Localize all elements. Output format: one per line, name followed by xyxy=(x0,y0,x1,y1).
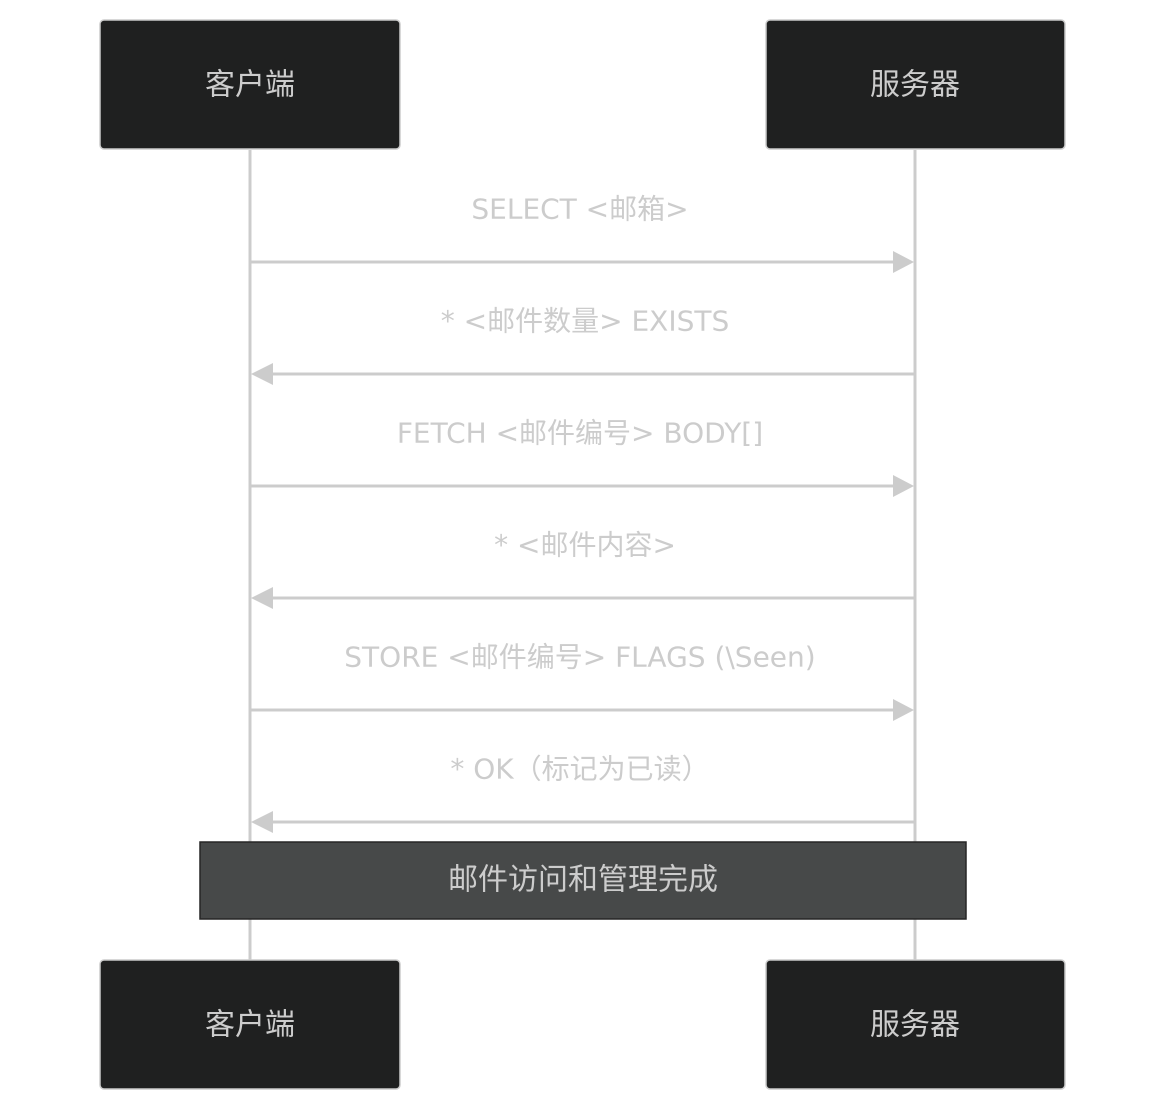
message-label: * <邮件内容> xyxy=(494,529,676,562)
message-label: STORE <邮件编号> FLAGS (\Seen) xyxy=(344,641,815,674)
actor-server-top[interactable]: 服务器 xyxy=(765,19,1066,150)
actor-server-bottom[interactable]: 服务器 xyxy=(765,959,1066,1090)
actor-label: 服务器 xyxy=(870,68,960,103)
message-exists: * <邮件数量> EXISTS xyxy=(251,305,915,385)
note-box xyxy=(199,841,967,920)
message-label: * <邮件数量> EXISTS xyxy=(441,305,730,338)
arrowhead-right-icon xyxy=(893,251,914,273)
message-fetch: FETCH <邮件编号> BODY[] xyxy=(250,417,914,497)
actor-box xyxy=(99,959,401,1090)
actor-client-bottom[interactable]: 客户端 xyxy=(99,959,401,1090)
actor-client-top[interactable]: 客户端 xyxy=(99,19,401,150)
actor-box xyxy=(765,959,1066,1090)
message-label: FETCH <邮件编号> BODY[] xyxy=(397,417,763,450)
message-ok: * OK（标记为已读） xyxy=(251,753,915,833)
message-store: STORE <邮件编号> FLAGS (\Seen) xyxy=(250,641,914,721)
note-completion: 邮件访问和管理完成 xyxy=(199,841,967,920)
message-label: * OK（标记为已读） xyxy=(450,753,709,786)
arrowhead-left-icon xyxy=(251,811,273,833)
actor-box xyxy=(765,19,1066,150)
actor-box xyxy=(99,19,401,150)
actor-label: 服务器 xyxy=(870,1008,960,1043)
message-content: * <邮件内容> xyxy=(251,529,915,609)
message-label: SELECT <邮箱> xyxy=(471,193,688,226)
note-label: 邮件访问和管理完成 xyxy=(448,863,718,898)
arrowhead-right-icon xyxy=(893,475,914,497)
actor-label: 客户端 xyxy=(205,68,295,103)
arrowhead-left-icon xyxy=(251,363,273,385)
message-select: SELECT <邮箱> xyxy=(250,193,914,273)
arrowhead-right-icon xyxy=(893,699,914,721)
actor-label: 客户端 xyxy=(205,1008,295,1043)
arrowhead-left-icon xyxy=(251,587,273,609)
